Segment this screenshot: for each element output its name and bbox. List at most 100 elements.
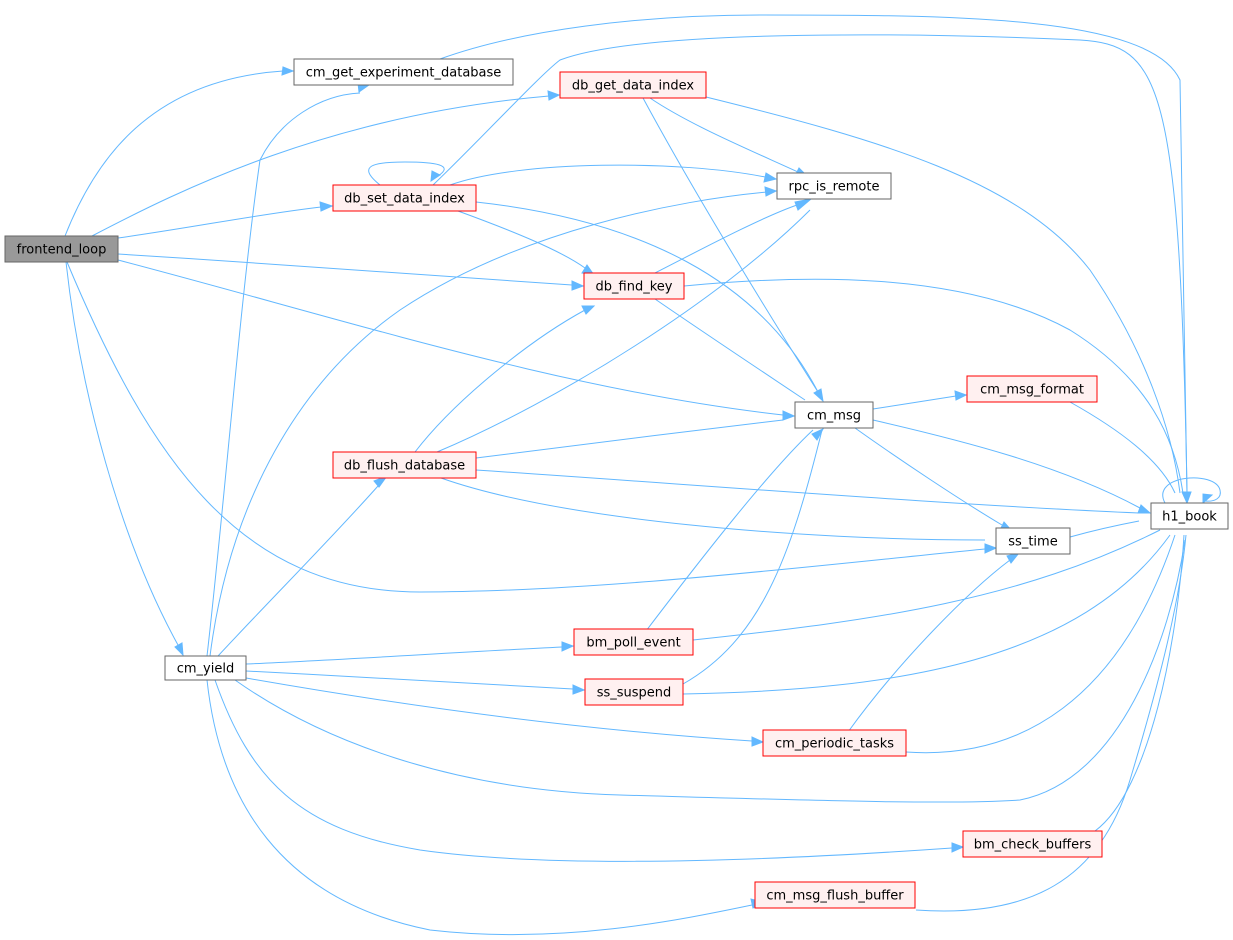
node-box (573, 628, 694, 656)
node-box (776, 172, 892, 200)
node-label: bm_poll_event (586, 636, 680, 651)
node-label: cm_get_experiment_database (306, 66, 502, 81)
edge-cm-periodic-tasks-to-h1-book (905, 534, 1176, 754)
arrowhead (319, 201, 334, 212)
node-db-get-data-index[interactable]: db_get_data_index (559, 71, 707, 99)
arrowhead (763, 172, 778, 183)
node-box (1150, 502, 1229, 530)
node-label: ss_time (1008, 535, 1057, 550)
edges (64, 14, 1221, 936)
arrowhead (430, 170, 441, 183)
arrowhead (281, 66, 295, 76)
edge-db-set-data-index-to-cm-msg (475, 201, 819, 393)
node-label: db_flush_database (344, 459, 465, 474)
node-label: cm_msg (807, 409, 861, 424)
nodes: frontend_loop cm_get_experiment_database… (4, 58, 1229, 909)
arrowhead (764, 186, 778, 197)
edge-cm-yield-to-ss-suspend (245, 670, 574, 690)
edge-cm-yield-to-rpc-is-remote (209, 191, 768, 657)
node-frontend-loop[interactable]: frontend_loop (4, 235, 119, 263)
node-box (4, 235, 119, 263)
node-box (584, 678, 684, 706)
edge-bm-poll-event-to-cm-msg (645, 429, 814, 632)
node-db-set-data-index[interactable]: db_set_data_index (332, 184, 477, 212)
arrowhead (572, 684, 586, 695)
edge-db-set-data-index-to-db-find-key (457, 210, 586, 269)
edge-db-flush-database-to-rpc-is-remote (436, 209, 811, 453)
arrowhead (581, 305, 596, 315)
node-db-find-key[interactable]: db_find_key (583, 272, 685, 300)
node-rpc-is-remote[interactable]: rpc_is_remote (776, 172, 892, 200)
edge-bm-check-buffers-to-h1-book (1094, 534, 1185, 832)
node-cm-periodic-tasks[interactable]: cm_periodic_tasks (762, 729, 907, 757)
node-cm-msg-format[interactable]: cm_msg_format (966, 375, 1098, 403)
edge-db-get-data-index-to-h1-book (705, 96, 1181, 494)
node-label: cm_msg_flush_buffer (766, 889, 904, 904)
edge-db-flush-database-to-cm-msg (475, 419, 784, 459)
node-box (583, 272, 685, 300)
edge-cm-yield-to-cm-msg-flush-buffer (206, 679, 753, 936)
edge-frontend-loop-to-ss-time (66, 261, 986, 593)
arrowhead (547, 90, 561, 101)
node-cm-msg[interactable]: cm_msg (794, 401, 874, 429)
edge-cm-yield-to-db-flush-database (217, 485, 379, 657)
node-bm-check-buffers[interactable]: bm_check_buffers (962, 830, 1103, 858)
node-db-flush-database[interactable]: db_flush_database (332, 451, 477, 479)
edge-bm-poll-event-to-h1-book (692, 529, 1161, 641)
edge-db-flush-database-to-h1-book (475, 469, 1140, 514)
node-box (962, 830, 1103, 858)
node-box (995, 527, 1071, 555)
node-ss-suspend[interactable]: ss_suspend (584, 678, 684, 706)
edge-db-set-data-index-to-h1-book (432, 34, 1188, 494)
arrowhead (561, 641, 575, 652)
arrowhead (174, 642, 184, 657)
arrowhead (1137, 504, 1152, 514)
arrowhead (984, 543, 998, 554)
edge-frontend-loop-to-db-find-key (117, 253, 573, 286)
node-bm-poll-event[interactable]: bm_poll_event (573, 628, 694, 656)
node-box (164, 655, 247, 681)
edge-db-flush-database-to-ss-time (440, 477, 986, 541)
arrowhead (951, 842, 965, 853)
arrowhead (794, 198, 813, 211)
arrowhead (1202, 493, 1214, 505)
edge-db-set-data-index-loop (368, 161, 445, 186)
edge-cm-yield-to-h1-book (234, 539, 1186, 803)
node-label: db_find_key (596, 280, 673, 295)
edge-h1-book-self-loop (1162, 477, 1221, 504)
node-h1-book[interactable]: h1_book (1150, 502, 1229, 530)
node-box (754, 881, 916, 909)
edge-ss-time-to-h1-book (1069, 520, 1140, 538)
node-cm-get-experiment-database[interactable]: cm_get_experiment_database (293, 58, 514, 86)
edge-cm-yield-to-bm-poll-event (245, 646, 563, 665)
node-label: ss_suspend (597, 686, 672, 701)
arrowheads (174, 66, 1214, 909)
node-ss-time[interactable]: ss_time (995, 527, 1071, 555)
node-label: db_get_data_index (572, 79, 695, 94)
node-box (966, 375, 1098, 403)
node-label: db_set_data_index (344, 192, 465, 207)
node-label: rpc_is_remote (789, 180, 880, 195)
arrowhead (954, 390, 968, 401)
edge-frontend-loop-to-cm-get-experiment-database (64, 70, 284, 237)
edge-db-set-data-index-to-rpc-is-remote (449, 164, 766, 186)
arrowhead (1181, 491, 1192, 505)
node-box (293, 58, 514, 86)
edge-cm-yield-to-cm-get-experiment-database (206, 92, 361, 657)
edge-ss-suspend-to-cm-msg (682, 429, 823, 685)
edge-cm-yield-to-cm-periodic-tasks (245, 677, 753, 742)
edge-ss-suspend-to-h1-book (682, 534, 1171, 695)
node-cm-yield[interactable]: cm_yield (164, 655, 247, 681)
arrowhead (782, 410, 796, 421)
node-label: cm_yield (177, 662, 234, 677)
edge-frontend-loop-to-cm-yield (65, 261, 179, 646)
edge-db-find-key-to-cm-msg (654, 298, 806, 401)
edge-db-get-data-index-to-rpc-is-remote (649, 97, 799, 173)
node-label: cm_msg_format (980, 383, 1084, 398)
node-box (559, 71, 707, 99)
edge-cm-msg-format-to-h1-book (1069, 401, 1176, 494)
node-box (332, 184, 477, 212)
node-box (762, 729, 907, 757)
node-cm-msg-flush-buffer[interactable]: cm_msg_flush_buffer (754, 881, 916, 909)
